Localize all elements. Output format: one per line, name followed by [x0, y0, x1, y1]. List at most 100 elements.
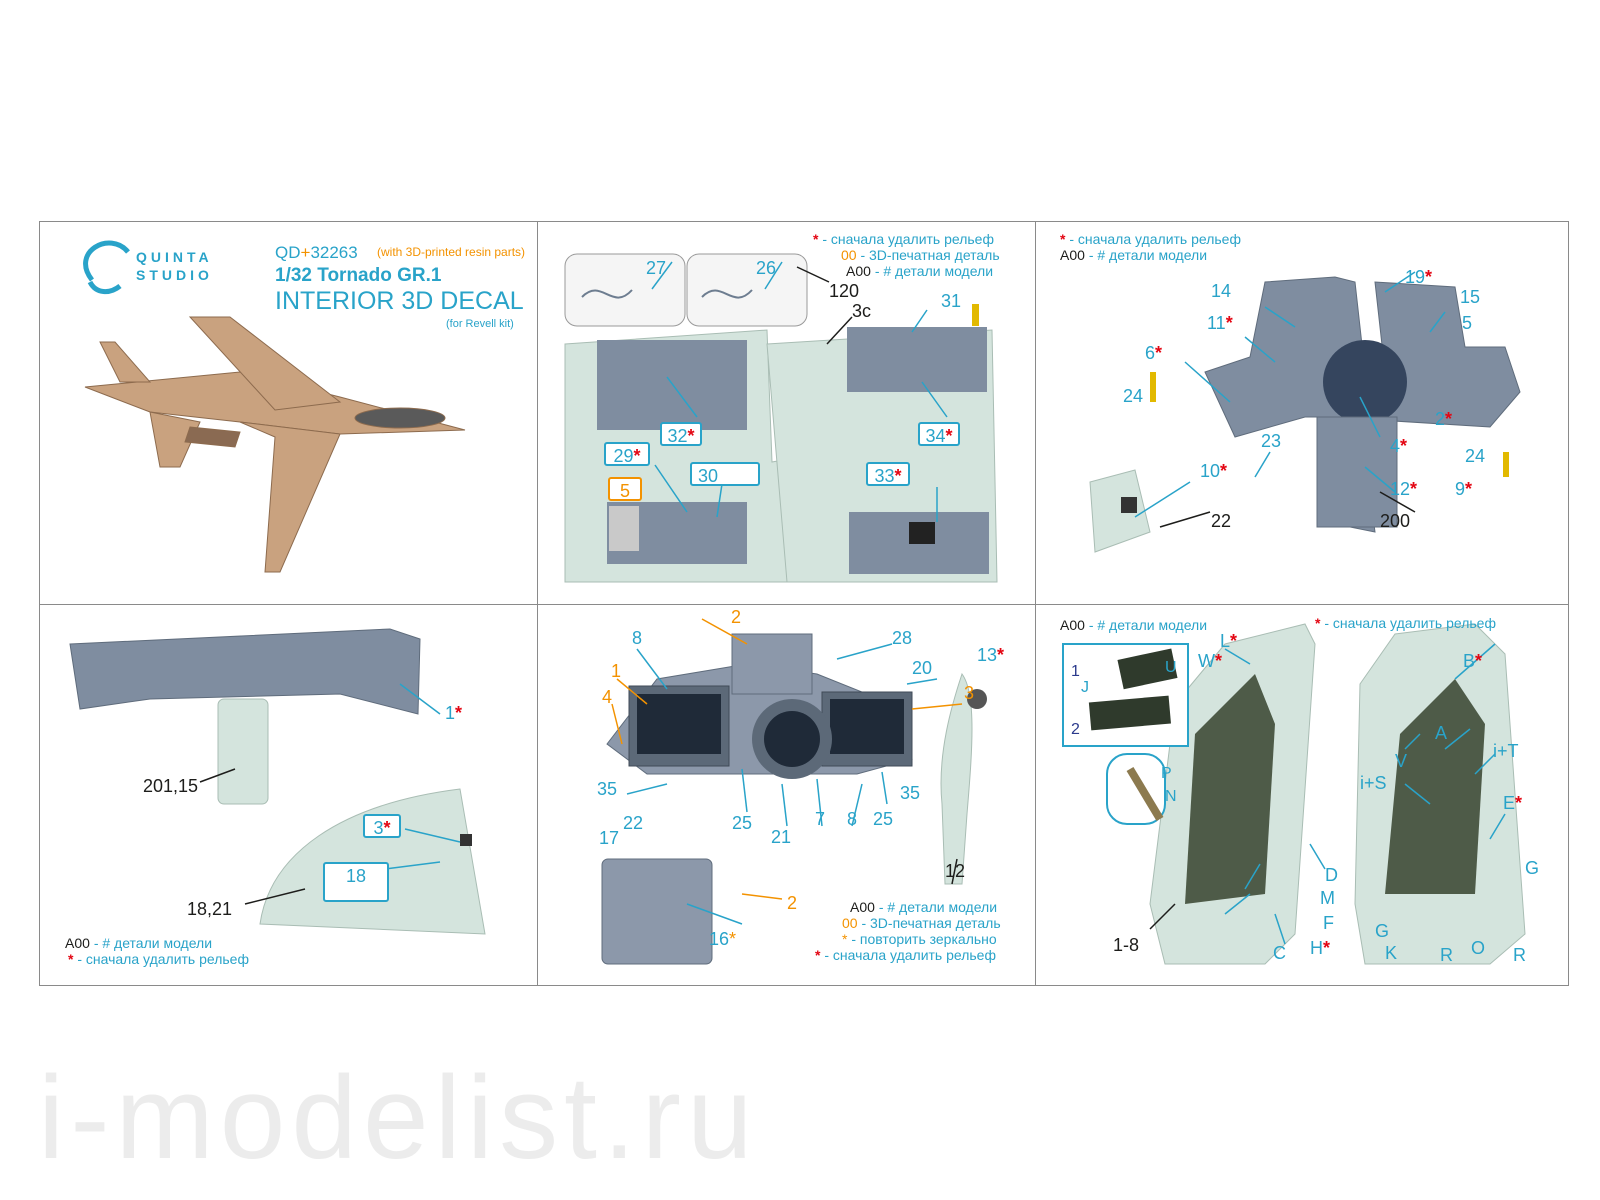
label-27: 27 [646, 258, 667, 278]
legend-star-row: * - сначала удалить рельеф [1060, 231, 1241, 247]
label-inset-2: 2 [1071, 721, 1080, 738]
label-13: 13* [977, 645, 1005, 665]
label-1-8: 1-8 [1113, 935, 1140, 955]
label-iS: i+S [1360, 773, 1387, 793]
label-4: 4* [1390, 436, 1408, 456]
label-25-right: 25 [873, 809, 894, 829]
label-24-right: 24 [1465, 446, 1486, 466]
legend-star-row: * - сначала удалить рельеф [68, 951, 249, 967]
legend-model-row: A00 - # детали модели [1060, 247, 1208, 263]
scale-model: 1/32 Tornado GR.1 [275, 265, 442, 286]
label-17: 17 [599, 828, 620, 848]
panel-instrument-panel: * - сначала удалить рельеф A00 - # детал… [1035, 222, 1570, 604]
label-35-right: 35 [900, 783, 921, 803]
label-R-left: R [1440, 945, 1453, 965]
label-14: 14 [1211, 281, 1232, 301]
legend-model-row: A00 - # детали модели [846, 263, 994, 279]
legend-model-row: A00 - # детали модели [65, 935, 213, 951]
label-23: 23 [1261, 431, 1282, 451]
legend-printed-row: 00 - 3D-печатная деталь [841, 247, 1000, 263]
label-R-right: R [1513, 945, 1526, 965]
label-U: U [1165, 659, 1177, 676]
label-120: 120 [829, 281, 860, 301]
label-18: 18 [323, 862, 389, 902]
label-25-left: 25 [732, 813, 753, 833]
rear-cockpit-illustration [69, 628, 486, 935]
label-F: F [1323, 913, 1334, 933]
displays-illustration [601, 618, 987, 965]
label-G-right: G [1525, 858, 1540, 878]
label-C: C [1273, 943, 1286, 963]
label-29: 29* [604, 442, 650, 466]
label-8-left: 8 [632, 628, 643, 648]
label-26: 26 [756, 258, 777, 278]
label-12: 12* [1390, 479, 1418, 499]
label-34: 34* [918, 422, 960, 446]
label-22: 22 [1211, 511, 1232, 531]
label-24-left: 24 [1123, 386, 1144, 406]
label-31: 31 [941, 291, 962, 311]
quinta-logo-icon [83, 240, 130, 282]
product-code-plus: + [300, 243, 311, 262]
side-consoles-illustration [564, 253, 998, 583]
label-M: M [1320, 888, 1335, 908]
legend-star-row: * - сначала удалить рельеф [813, 231, 994, 247]
label-20: 20 [912, 658, 933, 678]
label-2-top: 2 [731, 607, 742, 627]
ejection-seats-illustration [1062, 623, 1526, 965]
legend-model-row: A00 - # детали модели [850, 899, 998, 915]
label-12: 12 [945, 861, 966, 881]
label-inset-1: 1 [1071, 663, 1080, 680]
label-4: 4 [602, 687, 613, 707]
legend-mirror-row: * - повторить зеркально [842, 931, 997, 947]
label-E: E* [1503, 793, 1523, 813]
label-B: B* [1463, 651, 1483, 671]
panel-rear-cockpit: 1* 201,15 3* 18 18,21 A00 - # детали мод… [40, 604, 537, 987]
legend-star-row: * - сначала удалить рельеф [815, 947, 996, 963]
label-3: 3* [363, 814, 401, 838]
label-3c: 3c [852, 301, 872, 321]
grid-divider [1035, 222, 1036, 985]
label-6: 6* [1145, 343, 1163, 363]
instruction-sheet-grid: QUINTA STUDIO QD+32263 (with 3D-printed … [39, 221, 1569, 986]
label-3: 3 [964, 683, 975, 703]
panel-ejection-seats: A00 - # детали модели * - сначала удалит… [1035, 604, 1570, 987]
label-10: 10* [1200, 461, 1228, 481]
product-code: QD+32263 [275, 244, 358, 261]
aircraft-illustration [83, 240, 466, 573]
label-21: 21 [771, 827, 792, 847]
panel-displays: 2 8 28 1 20 3 4 13* 35 25 21 7 8 25 35 1… [537, 604, 1035, 987]
label-8-right: 8 [847, 809, 858, 829]
label-33: 33* [866, 462, 910, 486]
kit-note: (for Revell kit) [446, 318, 514, 330]
label-5: 5 [608, 477, 642, 501]
label-32: 32* [660, 422, 702, 446]
label-30: 30 [690, 462, 760, 486]
label-D: D [1325, 865, 1338, 885]
label-200: 200 [1380, 511, 1411, 531]
label-A: A [1435, 723, 1448, 743]
legend-star-row: * - сначала удалить рельеф [1315, 615, 1496, 631]
label-2: 2* [1435, 409, 1453, 429]
label-N: N [1165, 788, 1177, 805]
label-J: J [1081, 679, 1089, 696]
label-22: 22 [623, 813, 644, 833]
label-35-left: 35 [597, 779, 618, 799]
label-2-bottom: 2 [787, 893, 798, 913]
panel-title: QUINTA STUDIO QD+32263 (with 3D-printed … [40, 222, 537, 604]
label-18-21: 18,21 [187, 899, 233, 919]
label-5: 5 [1462, 313, 1473, 333]
label-H: H* [1310, 938, 1331, 958]
label-G-left: G [1375, 921, 1390, 941]
label-O: O [1471, 938, 1486, 958]
label-28: 28 [892, 628, 913, 648]
label-19: 19* [1405, 267, 1433, 287]
grid-divider [40, 604, 1568, 605]
label-K: K [1385, 943, 1398, 963]
product-note: (with 3D-printed resin parts) [377, 245, 526, 259]
label-11: 11* [1207, 313, 1233, 333]
label-1: 1* [445, 703, 463, 723]
label-W: W* [1198, 651, 1223, 671]
label-201-15: 201,15 [143, 776, 199, 796]
grid-divider [537, 222, 538, 985]
